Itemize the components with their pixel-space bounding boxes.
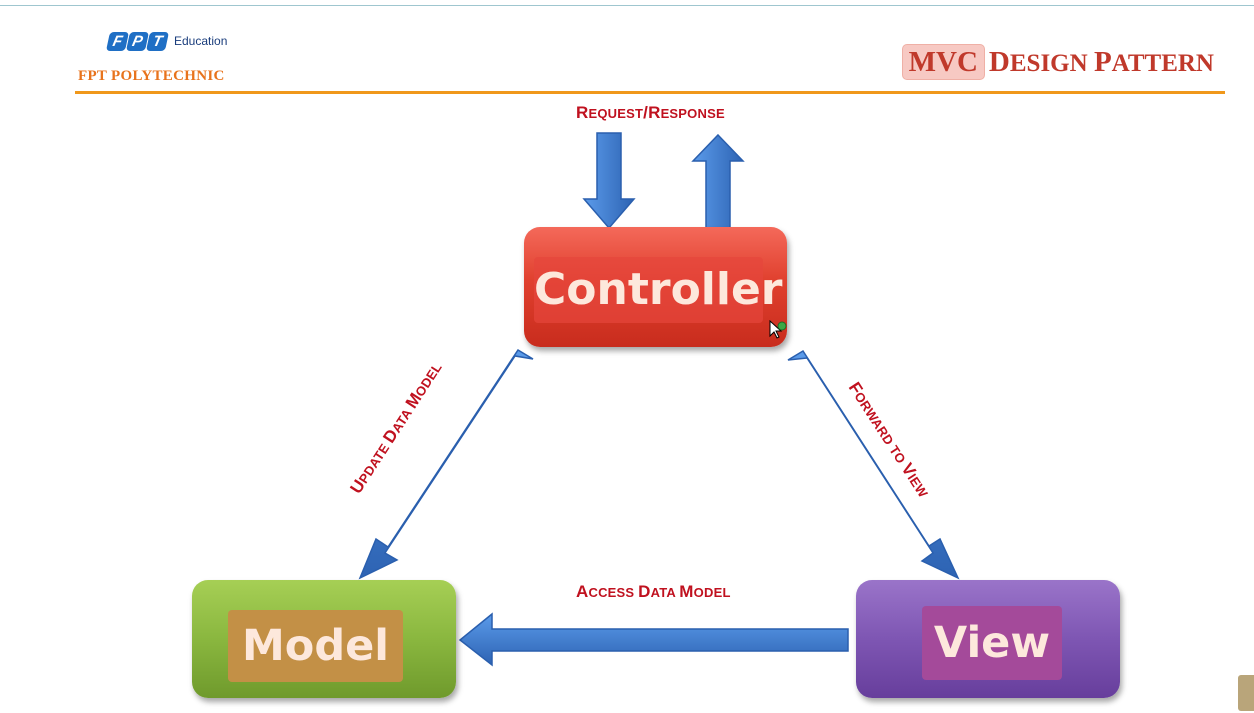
- controller-label: Controller: [534, 257, 783, 323]
- label-request-response: REQUEST/RESPONSE: [576, 103, 725, 122]
- fpt-logo: F P T Education: [105, 32, 258, 54]
- response-arrow: [691, 133, 745, 230]
- model-label: Model: [228, 610, 403, 682]
- fpt-brand: F P T Education FPT POLYTECHNIC: [78, 32, 278, 87]
- update-data-model-arrow: [358, 348, 534, 580]
- brand-name: FPT POLYTECHNIC: [78, 68, 225, 84]
- controller-node: Controller: [524, 227, 787, 347]
- logo-sub-text: Education: [174, 34, 228, 48]
- request-arrow: [582, 132, 636, 230]
- model-node: Model: [192, 580, 456, 698]
- top-divider: [0, 5, 1254, 6]
- presenter-thumbnail: [1238, 675, 1254, 711]
- view-node: View: [856, 580, 1120, 698]
- view-label: View: [922, 606, 1062, 680]
- forward-to-view-arrow: [787, 349, 960, 580]
- header-divider: [75, 91, 1225, 94]
- access-data-model-arrow: [458, 612, 849, 667]
- title-mvc: MVC: [901, 44, 985, 80]
- label-access-data-model: ACCESS DATA MODEL: [576, 582, 731, 601]
- cursor-icon: [769, 320, 787, 339]
